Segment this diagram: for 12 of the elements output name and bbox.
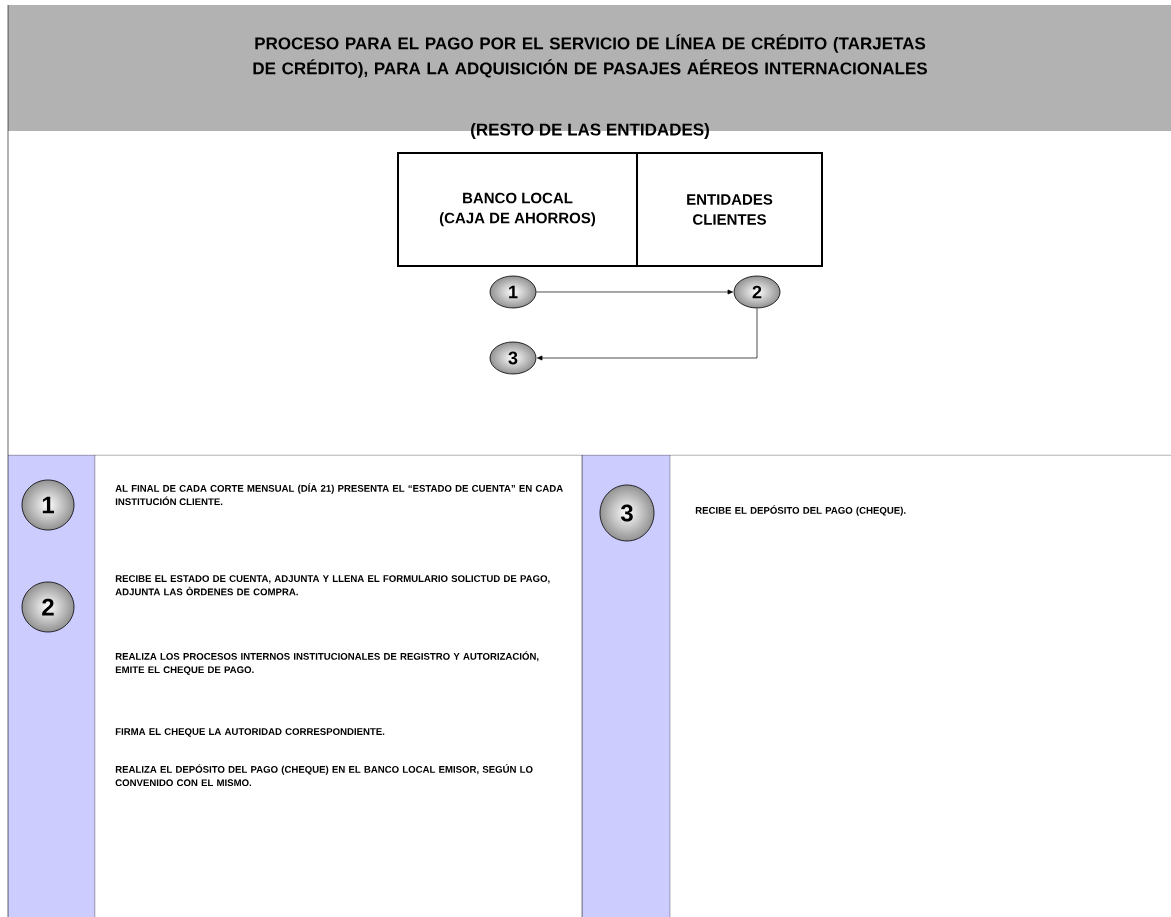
step-text: RECIBE EL DEPÓSITO DEL PAGO (CHEQUE). (695, 505, 906, 516)
subtitle: (RESTO DE LAS ENTIDADES) (471, 123, 709, 139)
step-text: AL FINAL DE CADA CORTE MENSUAL (DÍA 21) PRESENTA EL “ESTADO DE CUENTA” EN CADA INSTITUCIÓN CLIENTE. (115, 483, 563, 506)
step-text: REALIZA LOS PROCESOS INTERNOS INSTITUCIONALES DE REGISTRO Y AUTORIZACIÓN, EMITE EL CHEQUE DE PAGO. (115, 651, 539, 675)
title: PROCESO PARA EL PAGO POR EL SERVICIO DE LÍNEA DE CRÉDITO (TARJETAS DE CRÉDITO), PARA LA ADQUISICIÓN DE PASAJES AÉREOS INTERNACIONALES (253, 34, 927, 78)
step-text: FIRMA EL CHEQUE LA AUTORIDAD CORRESPONDIENTE. (115, 728, 385, 737)
arrow (536, 308, 758, 361)
arrow (536, 289, 734, 295)
step-text: RECIBE EL ESTADO DE CUENTA, ADJUNTA Y LLENA EL FORMULARIO SOLICTUD DE PAGO, ADJUNTA LAS ÒRDENES DE COMPRA. (115, 575, 550, 596)
entity-box: BANCO LOCAL (CAJA DE AHORROS) (397, 152, 638, 267)
entity-box: ENTIDADES CLIENTES (636, 152, 823, 267)
step-text: REALIZA EL DEPÓSITO DEL PAGO (CHEQUE) EN EL BANCO LOCAL EMISOR, SEGÚN LO CONVENIDO CON EL MISMO. (115, 764, 533, 787)
